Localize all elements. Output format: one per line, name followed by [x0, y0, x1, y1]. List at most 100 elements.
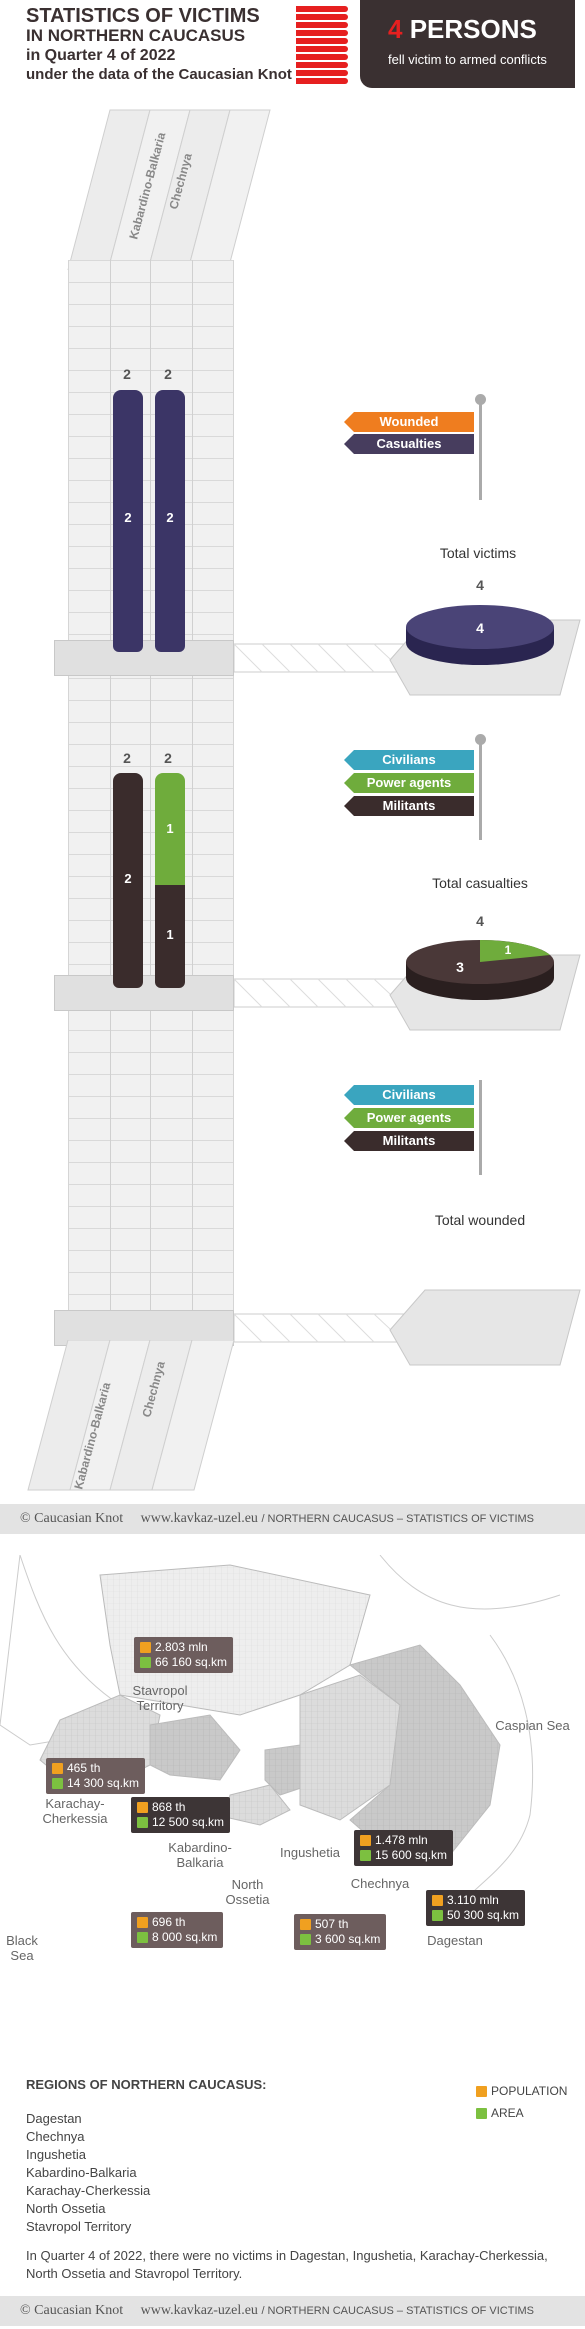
- bridge-2: [234, 978, 404, 1008]
- bar-top-label: 2: [123, 750, 131, 766]
- footer-site[interactable]: www.kavkaz-uzel.eu: [140, 2303, 258, 2318]
- population-icon: [476, 2086, 487, 2098]
- map-label-north-ossetia: North Ossetia: [225, 1877, 270, 1907]
- population-icon: [137, 1802, 148, 1814]
- bar-chechnya-militants: 1: [155, 885, 185, 988]
- legend-pole: [479, 1080, 482, 1175]
- bar-top-label: 2: [164, 366, 172, 382]
- map-label-caspian: Caspian Sea: [495, 1718, 570, 1733]
- area-icon: [140, 1657, 151, 1669]
- legend-area-label: AREA: [491, 2106, 524, 2120]
- legend-pole: [479, 398, 482, 500]
- legend-area: AREA: [476, 2106, 524, 2120]
- section-title-victims: Total victims: [439, 545, 517, 561]
- legend-civilians: Civilians: [344, 750, 474, 770]
- population-icon: [137, 1917, 148, 1929]
- section-title-wounded: Total wounded: [434, 1212, 526, 1228]
- map-label-black-sea: Black Sea: [6, 1933, 38, 1963]
- population-icon: [52, 1763, 63, 1775]
- bullets-icon: [296, 6, 348, 86]
- footer-bottom: © Caucasian Knot www.kavkaz-uzel.eu / NO…: [0, 2296, 585, 2326]
- pie-victims: 4: [406, 605, 554, 665]
- pillar-divider: [150, 260, 151, 1320]
- pillar-divider: [110, 260, 111, 1320]
- footer-tagline: / NORTHERN CAUCASUS – STATISTICS OF VICT…: [261, 2305, 535, 2317]
- population-icon: [140, 1642, 151, 1654]
- list-item: North Ossetia: [26, 2201, 106, 2216]
- pie-total: 4: [476, 577, 484, 593]
- area-icon: [300, 1934, 311, 1946]
- legend-militants: Militants: [344, 796, 474, 816]
- info-pop: 465 th: [67, 1761, 101, 1775]
- info-chechnya: 1.478 mln 15 600 sq.km: [354, 1830, 454, 1866]
- info-pop: 2.803 mln: [155, 1640, 208, 1654]
- list-item: Stavropol Territory: [26, 2219, 132, 2234]
- info-area: 50 300 sq.km: [447, 1908, 520, 1922]
- info-karachay: 465 th 14 300 sq.km: [46, 1758, 146, 1794]
- shelf-1: [54, 640, 234, 676]
- legend-casualties: Casualties: [344, 434, 474, 454]
- title-line2: IN NORTHERN CAUCASUS: [26, 26, 246, 45]
- info-area: 15 600 sq.km: [375, 1848, 448, 1862]
- area-icon: [476, 2108, 487, 2120]
- info-dagestan: 3.110 mln 50 300 sq.km: [426, 1890, 526, 1926]
- info-kabardino: 868 th 12 500 sq.km: [131, 1797, 231, 1833]
- bridge-3: [234, 1313, 404, 1343]
- area-icon: [137, 1932, 148, 1944]
- pie-total: 4: [476, 913, 484, 929]
- info-area: 12 500 sq.km: [152, 1815, 225, 1829]
- population-icon: [300, 1919, 311, 1931]
- info-pop: 507 th: [315, 1917, 349, 1931]
- area-icon: [432, 1910, 443, 1922]
- bar-value-label: 1: [166, 927, 174, 942]
- info-pop: 3.110 mln: [447, 1893, 499, 1907]
- shelf-2: [54, 975, 234, 1011]
- map: [0, 1555, 561, 1896]
- bar-value-label: 2: [124, 510, 132, 525]
- map-label-karachay: Karachay-Cherkessia: [42, 1796, 108, 1826]
- legend-power-agents: Power agents: [344, 773, 474, 793]
- top-axis-ribbons: Kabardino-Balkaria Chechnya: [67, 109, 271, 270]
- bar-chechnya-casualties: 2: [155, 390, 185, 652]
- pie-slice-label: 1: [505, 943, 512, 957]
- bar-kabardino-militants: 2: [113, 773, 143, 988]
- list-item: Ingushetia: [26, 2147, 86, 2162]
- persons-word: PERSONS: [409, 14, 537, 44]
- pie-slice-label: 4: [476, 620, 484, 636]
- bar-top-label: 2: [123, 366, 131, 382]
- map-label-kabardino: Kabardino-Balkaria: [168, 1840, 232, 1870]
- population-icon: [360, 1835, 371, 1847]
- section-title-casualties: Total casualties: [432, 875, 528, 891]
- regions-title: REGIONS OF NORTHERN CAUCASUS:: [26, 2077, 267, 2092]
- list-item: Dagestan: [26, 2111, 82, 2126]
- footer-site[interactable]: www.kavkaz-uzel.eu: [140, 1511, 258, 1526]
- info-area: 3 600 sq.km: [315, 1932, 381, 1946]
- info-pop: 696 th: [152, 1915, 186, 1929]
- info-area: 8 000 sq.km: [152, 1930, 218, 1944]
- info-north-ossetia: 696 th 8 000 sq.km: [131, 1912, 224, 1948]
- platform-3: [389, 1289, 581, 1366]
- title-line3: in Quarter 4 of 2022: [26, 47, 176, 64]
- population-icon: [432, 1895, 443, 1907]
- pie-slice-label: 3: [456, 959, 464, 975]
- map-label-ingushetia: Ingushetia: [280, 1845, 340, 1860]
- bar-top-label: 2: [164, 750, 172, 766]
- legend-power-agents: Power agents: [344, 1108, 474, 1128]
- list-item: Chechnya: [26, 2129, 85, 2144]
- note-text: In Quarter 4 of 2022, there were no vict…: [26, 2248, 548, 2281]
- title-line1: STATISTICS OF VICTIMS: [26, 5, 260, 27]
- bar-value-label: 1: [166, 821, 174, 836]
- bar-value-label: 2: [124, 871, 132, 886]
- area-icon: [52, 1778, 63, 1790]
- persons-num: 4: [388, 14, 403, 44]
- footer-copyright: © Caucasian Knot: [20, 2303, 124, 2318]
- map-label-stavropol: Stavropol Territory: [132, 1683, 188, 1713]
- legend-militants: Militants: [344, 1131, 474, 1151]
- map-label-chechnya: Chechnya: [350, 1876, 410, 1891]
- list-item: Kabardino-Balkaria: [26, 2165, 137, 2180]
- persons-sub: fell victim to armed conflicts: [388, 52, 547, 67]
- area-icon: [360, 1850, 371, 1862]
- pie-slice-power-agents: [480, 940, 550, 962]
- bar-chechnya-power-agents: 1: [155, 773, 185, 885]
- footer-copyright: © Caucasian Knot: [20, 1511, 124, 1526]
